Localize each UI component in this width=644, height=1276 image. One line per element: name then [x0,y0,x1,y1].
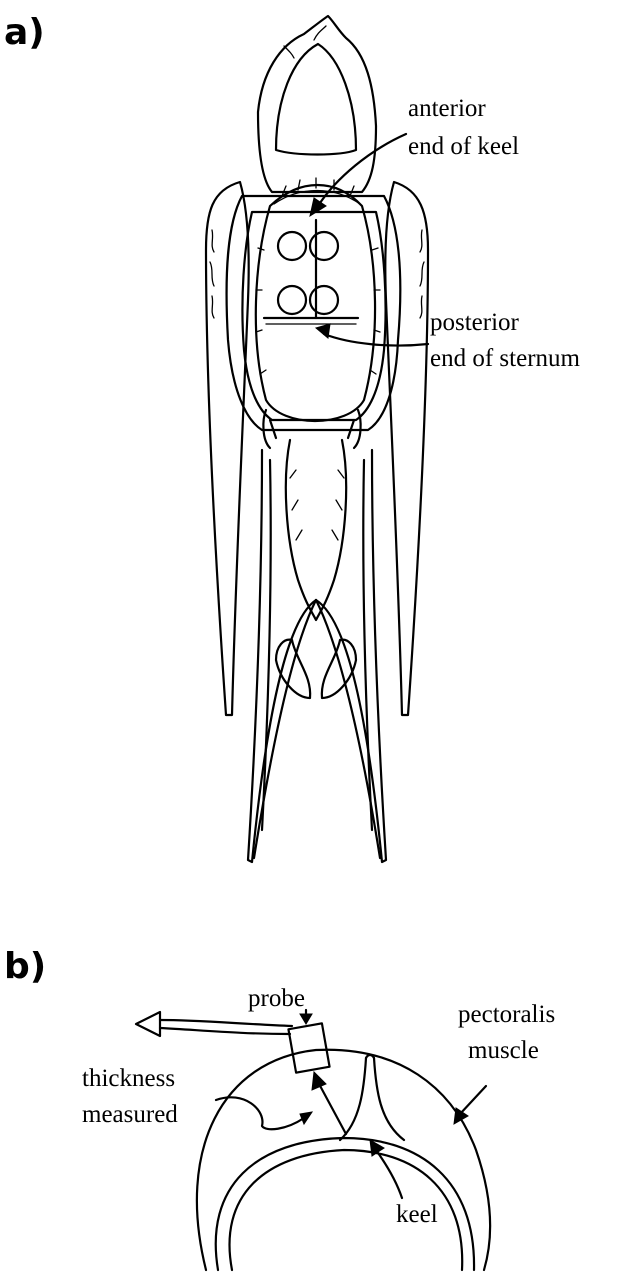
posterior-pointer-arrowhead [316,324,330,338]
posterior-label-line-2: end of sternum [430,345,581,372]
probe-pointer-arrowhead [300,1014,312,1024]
probe-cable [160,1028,290,1034]
thickness-pointer-arrowhead [300,1112,312,1124]
panel-a-label: a) [4,12,45,53]
thickness-label-line-2: measured [82,1101,178,1128]
thickness-label-line-1: thickness [82,1065,175,1092]
keel-pointer-arrow [376,1150,402,1198]
panel-b-label: b) [4,946,46,987]
pectoralis-cross-section [197,1050,490,1270]
thickness-pointer-arrow [216,1097,304,1129]
probe-cable-arrowhead [136,1012,160,1036]
pectoralis-label-line-2: muscle [468,1037,539,1064]
ultrasound-probe: probe [136,985,330,1073]
anterior-label-line-1: anterior [408,95,486,122]
annotation-anterior-end-of-keel: anterior end of keel [310,95,519,216]
thickness-measure-arrowhead [312,1072,326,1090]
keel-label: keel [396,1201,438,1228]
posterior-pointer-arrow [324,334,428,346]
thickness-measure-line [318,1082,346,1134]
panel-a: a) [4,12,581,862]
anterior-label-line-2: end of keel [408,133,519,160]
pectoralis-pointer-arrowhead [454,1108,468,1124]
posterior-label-line-1: posterior [430,309,520,336]
panel-b: b) probe thickness measured [4,946,555,1270]
pectoralis-pointer-arrow [460,1086,486,1114]
probe-label: probe [248,985,305,1012]
annotation-thickness-measured: thickness measured [82,1065,346,1134]
annotation-pectoralis-muscle: pectoralis muscle [454,1001,555,1124]
anterior-pointer-arrowhead [310,198,326,216]
pectoralis-label-line-1: pectoralis [458,1001,555,1028]
bird-ventral-drawing [206,16,428,862]
